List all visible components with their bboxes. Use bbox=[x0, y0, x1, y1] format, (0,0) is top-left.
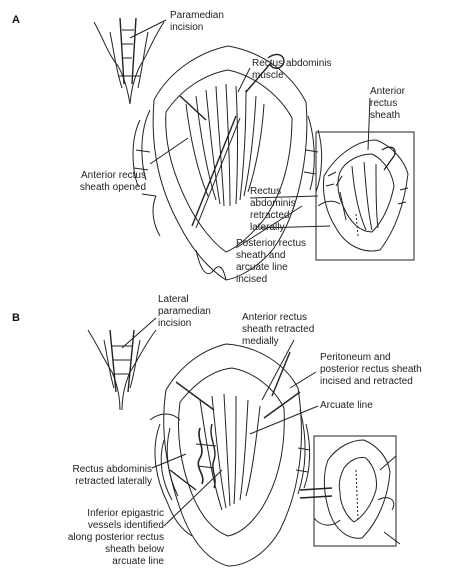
label-peritoneum-posterior-sheath: Peritoneum and posterior rectus sheath i… bbox=[320, 352, 422, 387]
label-paramedian-incision: Paramedian incision bbox=[170, 10, 224, 33]
panel-b-letter: B bbox=[12, 312, 20, 324]
inset-a bbox=[315, 131, 415, 261]
label-arcuate-line: Arcuate line bbox=[320, 400, 373, 411]
label-anterior-sheath-opened: Anterior rectus sheath opened bbox=[79, 170, 146, 193]
inset-b bbox=[299, 435, 401, 547]
surgical-field-b bbox=[149, 343, 311, 567]
label-inferior-epigastric-vessels: Inferior epigastric vessels identified a… bbox=[67, 508, 164, 567]
label-rectus-retracted-laterally-b: Rectus abdominis retracted laterally bbox=[72, 464, 152, 487]
label-rectus-abdominis-muscle: Rectus abdominis muscle bbox=[252, 58, 332, 81]
label-lateral-paramedian-incision: Lateral paramedian incision bbox=[158, 294, 211, 329]
label-rectus-retracted-laterally-a: Rectus abdominis retracted laterally bbox=[250, 186, 296, 233]
label-anterior-sheath-retracted-medially: Anterior rectus sheath retracted mediall… bbox=[242, 312, 315, 347]
leader-lines-a bbox=[129, 19, 371, 249]
leader-lines-b bbox=[121, 317, 319, 527]
label-posterior-sheath-incised: Posterior rectus sheath and arcuate line… bbox=[236, 238, 307, 285]
surgical-field-a bbox=[132, 45, 323, 281]
label-anterior-rectus-sheath: Anterior rectus sheath bbox=[370, 86, 406, 121]
panel-a-letter: A bbox=[12, 14, 20, 26]
torso-thumbnail-b bbox=[87, 329, 157, 411]
torso-thumbnail-a bbox=[93, 17, 165, 105]
